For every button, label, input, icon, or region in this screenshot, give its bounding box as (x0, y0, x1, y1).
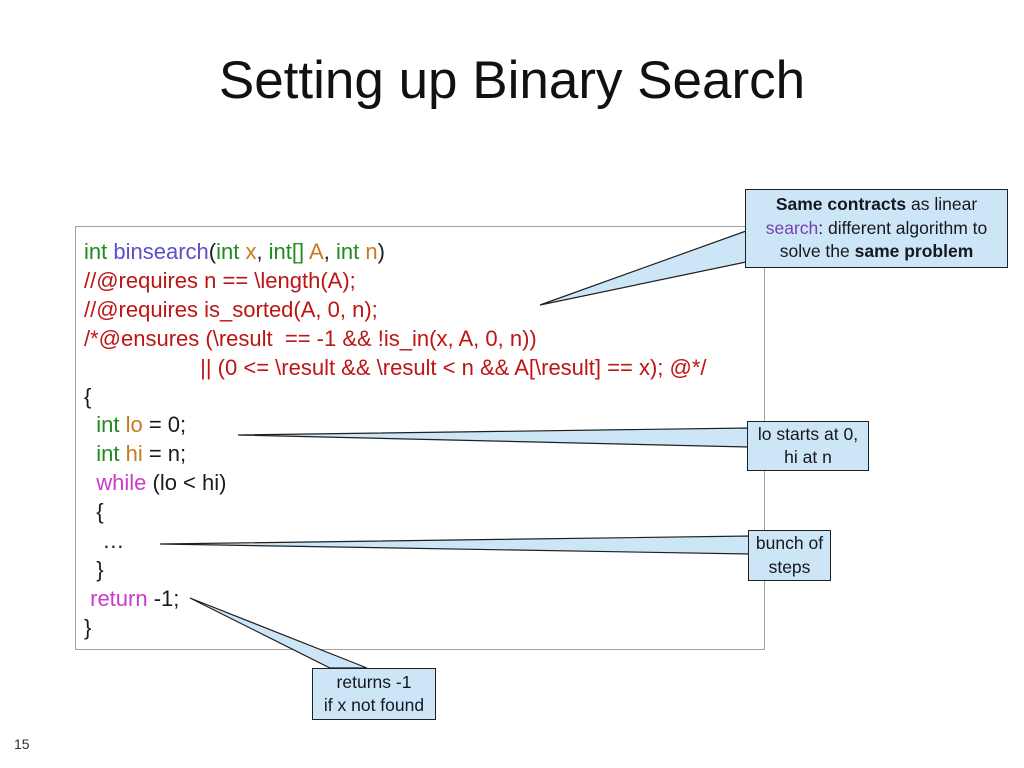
callout-lo-starts: lo starts at 0,hi at n (747, 421, 869, 471)
callout-lo-starts-text: lo starts at 0,hi at n (757, 423, 859, 468)
slide-title: Setting up Binary Search (218, 51, 806, 110)
code-lines: int binsearch(int x, int[] A, int n)//@r… (84, 239, 707, 640)
code-block: int binsearch(int x, int[] A, int n)//@r… (75, 226, 765, 650)
page-number: 15 (14, 736, 30, 752)
